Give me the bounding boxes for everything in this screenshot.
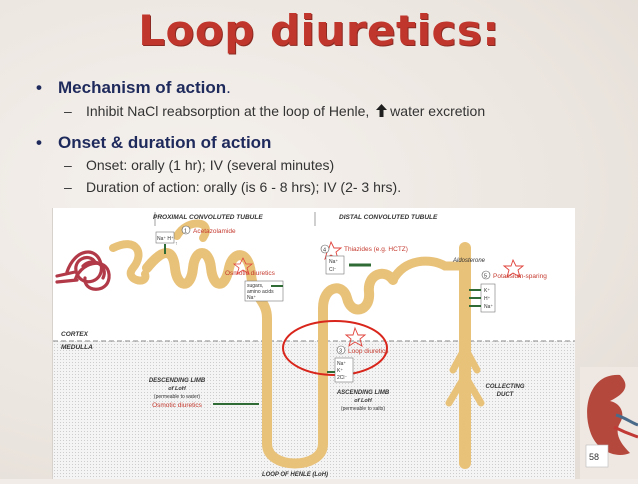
svg-text:Potassium-sparing: Potassium-sparing bbox=[493, 273, 547, 280]
svg-text:Acetazolamide: Acetazolamide bbox=[193, 228, 236, 235]
star-icon bbox=[232, 257, 254, 275]
page-number: 58 bbox=[589, 452, 600, 462]
drug-label-potassium-sparing: 5 Potassium-sparing bbox=[481, 258, 547, 280]
svg-text:3: 3 bbox=[339, 349, 342, 355]
loop-of-henle-label: LOOP OF HENLE (LoH) bbox=[262, 472, 328, 478]
svg-text:Na⁺: Na⁺ bbox=[337, 361, 346, 367]
svg-text:↑: ↑ bbox=[175, 241, 178, 247]
collecting-duct-label: COLLECTING DUCT bbox=[486, 384, 525, 398]
svg-text:sugars,: sugars, bbox=[247, 283, 263, 289]
svg-text:(permeable to water): (permeable to water) bbox=[154, 394, 200, 400]
drug-label-osmotic: Osmotic diuretics bbox=[225, 257, 276, 277]
bullet-heading: Mechanism of action bbox=[58, 78, 227, 97]
svg-text:K⁺: K⁺ bbox=[484, 288, 490, 294]
svg-text:Osmotic diuretics: Osmotic diuretics bbox=[152, 402, 203, 409]
descending-limb-label: DESCENDING LIMB of LoH (permeable to wat… bbox=[149, 378, 206, 409]
bullet-dot: • bbox=[36, 78, 42, 97]
proximal-convoluted-tubule bbox=[142, 248, 272, 353]
drug-label-thiazides: 4 Thiazides (e.g. HCTZ) bbox=[320, 240, 408, 261]
star-icon bbox=[502, 258, 525, 279]
svg-text:Na⁺: Na⁺ bbox=[484, 304, 493, 310]
bullet-heading-suffix: . bbox=[226, 78, 231, 97]
sub-bullet: –Onset: orally (1 hr); IV (several minut… bbox=[64, 157, 335, 173]
bullet-heading: Onset & duration of action bbox=[58, 133, 272, 152]
svg-text:H⁺: H⁺ bbox=[484, 296, 491, 302]
svg-text:1: 1 bbox=[184, 229, 187, 235]
nephron-diagram: PROXIMAL CONVOLUTED TUBULE DISTAL CONVOL… bbox=[52, 208, 575, 479]
drug-label-acetazolamide: 1 Acetazolamide bbox=[181, 225, 236, 235]
svg-text:Na⁺: Na⁺ bbox=[329, 259, 338, 265]
sub-bullet-text: Duration of action: orally (is 6 - 8 hrs… bbox=[86, 179, 402, 195]
bowman-capsule-tubule bbox=[109, 240, 150, 285]
cortex-label: CORTEX bbox=[61, 331, 89, 338]
svg-text:Na⁺: Na⁺ bbox=[247, 295, 256, 301]
svg-text:Osmotic diuretics: Osmotic diuretics bbox=[225, 270, 276, 277]
svg-text:of LoH: of LoH bbox=[354, 398, 372, 404]
svg-text:Thiazides (e.g. HCTZ): Thiazides (e.g. HCTZ) bbox=[344, 246, 408, 253]
sub-bullet: –Inhibit NaCl reabsorption at the loop o… bbox=[64, 103, 486, 119]
kidney-icon bbox=[580, 367, 638, 479]
kidney-thumbnail bbox=[580, 367, 638, 479]
svg-text:Loop diuretics: Loop diuretics bbox=[348, 348, 389, 355]
svg-text:of LoH: of LoH bbox=[168, 386, 186, 392]
svg-text:5: 5 bbox=[484, 274, 487, 280]
ascending-limb-label: ASCENDING LIMB of LoH (permeable to salt… bbox=[336, 390, 390, 412]
svg-text:COLLECTING: COLLECTING bbox=[486, 384, 525, 390]
aldosterone-label: Aldosterone bbox=[452, 258, 486, 264]
up-arrow-icon bbox=[376, 104, 388, 117]
medulla-label: MEDULLA bbox=[61, 344, 93, 351]
distal-convoluted-tubule bbox=[318, 268, 398, 363]
slide-title: Loop diuretics: bbox=[138, 6, 500, 55]
distal-tubule-label: DISTAL CONVOLUTED TUBULE bbox=[339, 214, 438, 221]
svg-text:4: 4 bbox=[323, 248, 326, 254]
sub-bullet-text-2: water excretion bbox=[390, 103, 486, 119]
svg-text:amino acids: amino acids bbox=[247, 289, 274, 295]
svg-text:(permeable to salts): (permeable to salts) bbox=[341, 406, 386, 412]
svg-text:Cl⁻: Cl⁻ bbox=[329, 267, 337, 273]
drug-label-loop-diuretics: 3 Loop diuretics bbox=[336, 326, 389, 355]
svg-text:ASCENDING LIMB: ASCENDING LIMB bbox=[336, 390, 390, 396]
loop-of-henle bbox=[262, 343, 328, 469]
svg-text:K⁺: K⁺ bbox=[337, 368, 343, 374]
svg-text:DUCT: DUCT bbox=[497, 392, 515, 398]
bullet-dot: • bbox=[36, 133, 42, 152]
sub-bullet: –Duration of action: orally (is 6 - 8 hr… bbox=[64, 179, 402, 195]
svg-text:Na⁺ H⁺: Na⁺ H⁺ bbox=[157, 236, 174, 242]
glomerulus bbox=[55, 250, 111, 291]
proximal-tubule-label: PROXIMAL CONVOLUTED TUBULE bbox=[153, 214, 263, 221]
svg-text:DESCENDING LIMB: DESCENDING LIMB bbox=[149, 378, 206, 384]
sub-bullet-text: Inhibit NaCl reabsorption at the loop of… bbox=[86, 103, 370, 119]
svg-text:2Cl⁻: 2Cl⁻ bbox=[337, 375, 348, 381]
sub-bullet-text: Onset: orally (1 hr); IV (several minute… bbox=[86, 157, 335, 173]
star-icon bbox=[344, 326, 367, 348]
